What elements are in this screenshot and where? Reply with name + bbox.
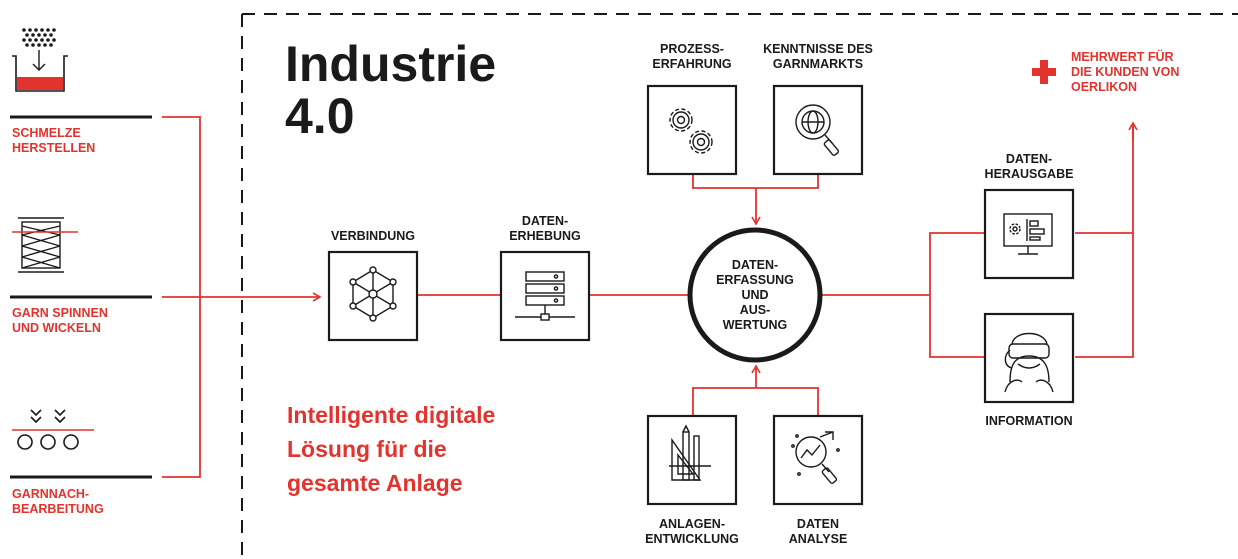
center-circle (687, 227, 823, 363)
globe-search-icon (795, 104, 840, 156)
node-label-verbindung: VERBINDUNG (330, 229, 416, 243)
step-label-spin: GARN SPINNEN UND WICKELN (12, 306, 108, 335)
main-connectors (417, 121, 1138, 416)
box-herausgabe (983, 188, 1075, 280)
page-title: Industrie 4.0 (285, 36, 497, 144)
node-label-information: INFORMATION (985, 414, 1073, 428)
network-icon (349, 266, 397, 322)
center-label: DATEN- ERFASSUNG UND AUS- WERTUNG (716, 258, 794, 332)
result-label: MEHRWERT FÜR DIE KUNDEN VON OERLIKON (1071, 50, 1180, 94)
node-label-anlagen: ANLAGEN- ENTWICKLUNG (645, 517, 739, 546)
plus-icon (1032, 60, 1056, 84)
box-prozess (646, 84, 738, 176)
left-rules (10, 115, 152, 479)
node-label-garnmarkt: KENNTNISSE DES GARNMARKTS (763, 42, 873, 71)
spool-icon (12, 217, 78, 273)
server-icon (515, 271, 575, 321)
box-garnmarkt (772, 84, 864, 176)
gears-icon (669, 108, 713, 154)
left-connector (162, 116, 322, 478)
subtitle: Intelligente digitale Lösung für die ges… (287, 402, 496, 496)
data-analysis-icon (791, 431, 840, 484)
monitor-dashboard-icon (1003, 213, 1053, 255)
rollers-icon (12, 409, 94, 450)
box-analyse (772, 414, 864, 506)
node-boxes (327, 84, 1075, 506)
drafting-tools-icon (669, 424, 711, 481)
box-anlagen (646, 414, 738, 506)
melt-icon (12, 28, 68, 92)
step-label-melt: SCHMELZE HERSTELLEN (12, 126, 96, 155)
node-label-herausgabe: DATEN- HERAUSGABE (984, 152, 1074, 181)
box-datenerhebung (499, 250, 591, 342)
step-label-post: GARNNACH- BEARBEITUNG (12, 487, 104, 516)
node-label-prozess: PROZESS- ERFAHRUNG (652, 42, 732, 71)
node-label-analyse: DATEN ANALYSE (788, 517, 848, 546)
dashed-frame (241, 13, 1238, 559)
vr-headset-person-icon (1004, 332, 1054, 393)
node-label-datenerhebung: DATEN- ERHEBUNG (509, 214, 581, 243)
